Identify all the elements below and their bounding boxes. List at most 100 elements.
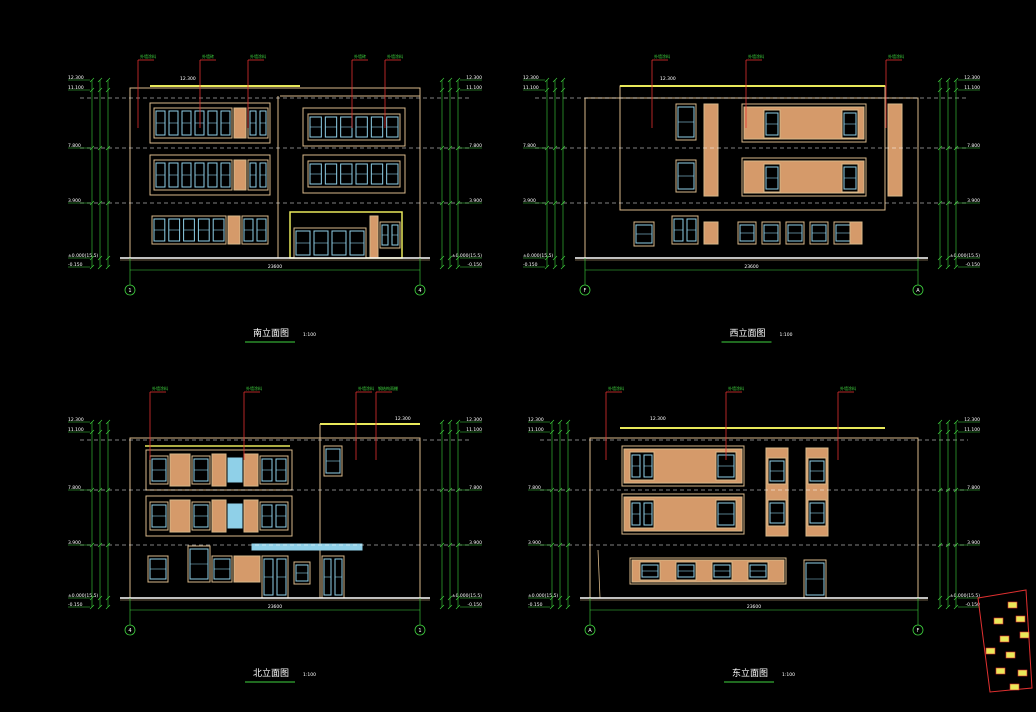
- axis-bubble: [414, 624, 426, 636]
- level-label-right: -0.150: [467, 262, 482, 268]
- site-building: [993, 617, 1004, 625]
- axis-label: 1: [128, 288, 131, 294]
- dimension-tick: [945, 255, 951, 261]
- drawing-scale: 1:100: [303, 672, 316, 678]
- window-frame: [153, 107, 233, 139]
- material-note: 外墙涂料: [748, 53, 764, 59]
- wall-panel: [369, 215, 379, 259]
- wall-panel: [211, 453, 227, 487]
- drawing-title: 东立面图: [732, 667, 768, 679]
- level-label-left: ±0.000(15.5): [523, 253, 553, 259]
- level-label-right: -0.150: [965, 602, 980, 608]
- dimension-tick: [105, 77, 111, 83]
- total-width-label: 23600: [747, 604, 761, 610]
- wall-panel: [703, 103, 719, 197]
- dimension-tick: [105, 87, 111, 93]
- dimension-tick: [455, 542, 461, 548]
- window-frame: [379, 221, 401, 249]
- level-label-left: 11.100: [523, 85, 539, 91]
- window-surround: [629, 557, 787, 585]
- axis-bubble: [414, 284, 426, 296]
- level-label-left: 3.900: [68, 540, 81, 546]
- dimension-tick: [552, 77, 558, 83]
- level-label-right: 7.800: [967, 485, 980, 491]
- dimension-tick: [549, 542, 555, 548]
- window-frame: [153, 159, 233, 191]
- window-surround: [741, 157, 867, 197]
- material-note: 外墙涂料: [358, 385, 374, 391]
- dimension-tick: [552, 255, 558, 261]
- material-note: 外墙砖: [354, 53, 366, 59]
- level-label-right: 11.100: [964, 427, 980, 433]
- dimension-tick: [439, 542, 445, 548]
- dimension-tick: [455, 77, 461, 83]
- window-frame: [247, 159, 269, 191]
- dimension-tick: [97, 419, 103, 425]
- material-note: 外墙涂料: [654, 53, 670, 59]
- site-building: [995, 667, 1006, 675]
- dimension-tick: [447, 595, 453, 601]
- dimension-tick: [447, 255, 453, 261]
- dimension-tick: [937, 145, 943, 151]
- level-label-left: 12.300: [68, 75, 84, 81]
- dimension-tick: [937, 542, 943, 548]
- dimension-tick: [439, 255, 445, 261]
- dimension-tick: [89, 419, 95, 425]
- dimension-tick: [97, 429, 103, 435]
- dimension-tick: [89, 145, 95, 151]
- dimension-tick: [937, 604, 943, 610]
- total-width-label: 23600: [744, 264, 758, 270]
- top-level-label: 12.300: [650, 416, 666, 422]
- wall-edge: [597, 549, 601, 599]
- dimension-tick: [447, 77, 453, 83]
- dimension-tick: [97, 77, 103, 83]
- dimension-tick: [565, 595, 571, 601]
- dimension-tick: [455, 595, 461, 601]
- dimension-tick: [557, 595, 563, 601]
- drawing-scale: 1:100: [780, 332, 793, 338]
- wall-panel: [169, 453, 191, 487]
- drawing-title: 南立面图: [253, 327, 289, 339]
- site-building: [999, 635, 1010, 643]
- level-label-left: ±0.000(15.5): [528, 593, 558, 599]
- dimension-tick: [937, 200, 943, 206]
- dimension-tick: [89, 429, 95, 435]
- dimension-tick: [105, 255, 111, 261]
- wall-panel: [849, 221, 863, 245]
- dimension-tick: [97, 87, 103, 93]
- level-label-right: 11.100: [964, 85, 980, 91]
- window-surround: [145, 449, 293, 491]
- dimension-tick: [953, 542, 959, 548]
- dimension-tick: [89, 264, 95, 270]
- dimension-tick: [89, 604, 95, 610]
- window-surround: [149, 154, 271, 196]
- dimension-tick: [89, 255, 95, 261]
- total-width-label: 23600: [268, 604, 282, 610]
- window-surround: [145, 495, 293, 537]
- dimension-tick: [565, 604, 571, 610]
- wall-panel: [169, 499, 191, 533]
- dimension-tick: [105, 604, 111, 610]
- level-label-right: 7.800: [967, 143, 980, 149]
- dimension-tick: [549, 487, 555, 493]
- level-label-left: 3.900: [523, 198, 536, 204]
- level-label-right: 11.100: [466, 85, 482, 91]
- window-surround: [621, 493, 745, 535]
- dimension-tick: [89, 487, 95, 493]
- dimension-tick: [544, 77, 550, 83]
- dimension-tick: [455, 487, 461, 493]
- site-building: [1019, 631, 1030, 639]
- wall-panel: [887, 103, 903, 197]
- dimension-tick: [89, 77, 95, 83]
- window-surround: [621, 445, 745, 487]
- axis-label: 4: [418, 288, 421, 294]
- total-width-label: 23600: [268, 264, 282, 270]
- dimension-tick: [560, 145, 566, 151]
- dimension-tick: [560, 255, 566, 261]
- dimension-tick: [549, 595, 555, 601]
- dimension-tick: [455, 264, 461, 270]
- dimension-tick: [557, 487, 563, 493]
- wall-panel: [243, 499, 259, 533]
